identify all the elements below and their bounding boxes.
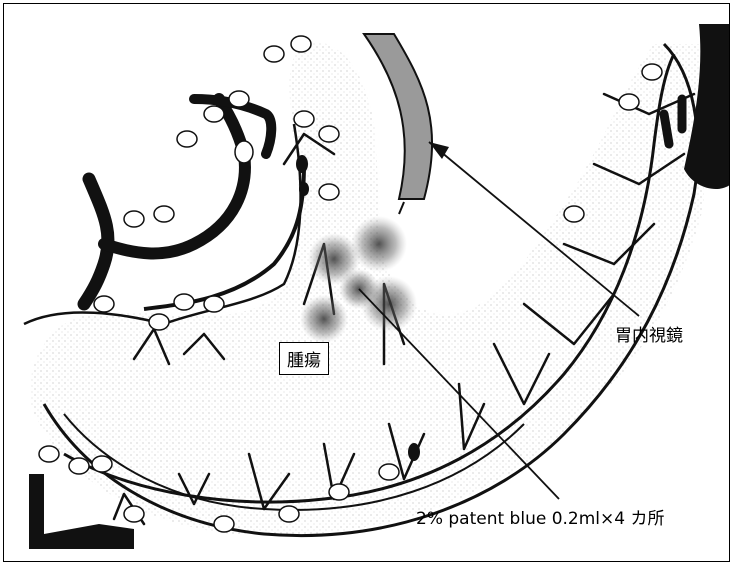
injection-label: 2% patent blue 0.2ml×4 カ所 (416, 504, 664, 529)
endoscope-tip (399, 202, 404, 214)
tumor-label: 腫瘍 (279, 342, 329, 375)
endoscope-label: 胃内視鏡 (615, 321, 683, 346)
stomach-lymphatic-diagram (4, 4, 730, 562)
diagram-frame: 腫瘍 胃内視鏡 2% patent blue 0.2ml×4 カ所 (3, 3, 730, 562)
artery-hepatic (104, 99, 245, 253)
duodenum (24, 124, 301, 324)
